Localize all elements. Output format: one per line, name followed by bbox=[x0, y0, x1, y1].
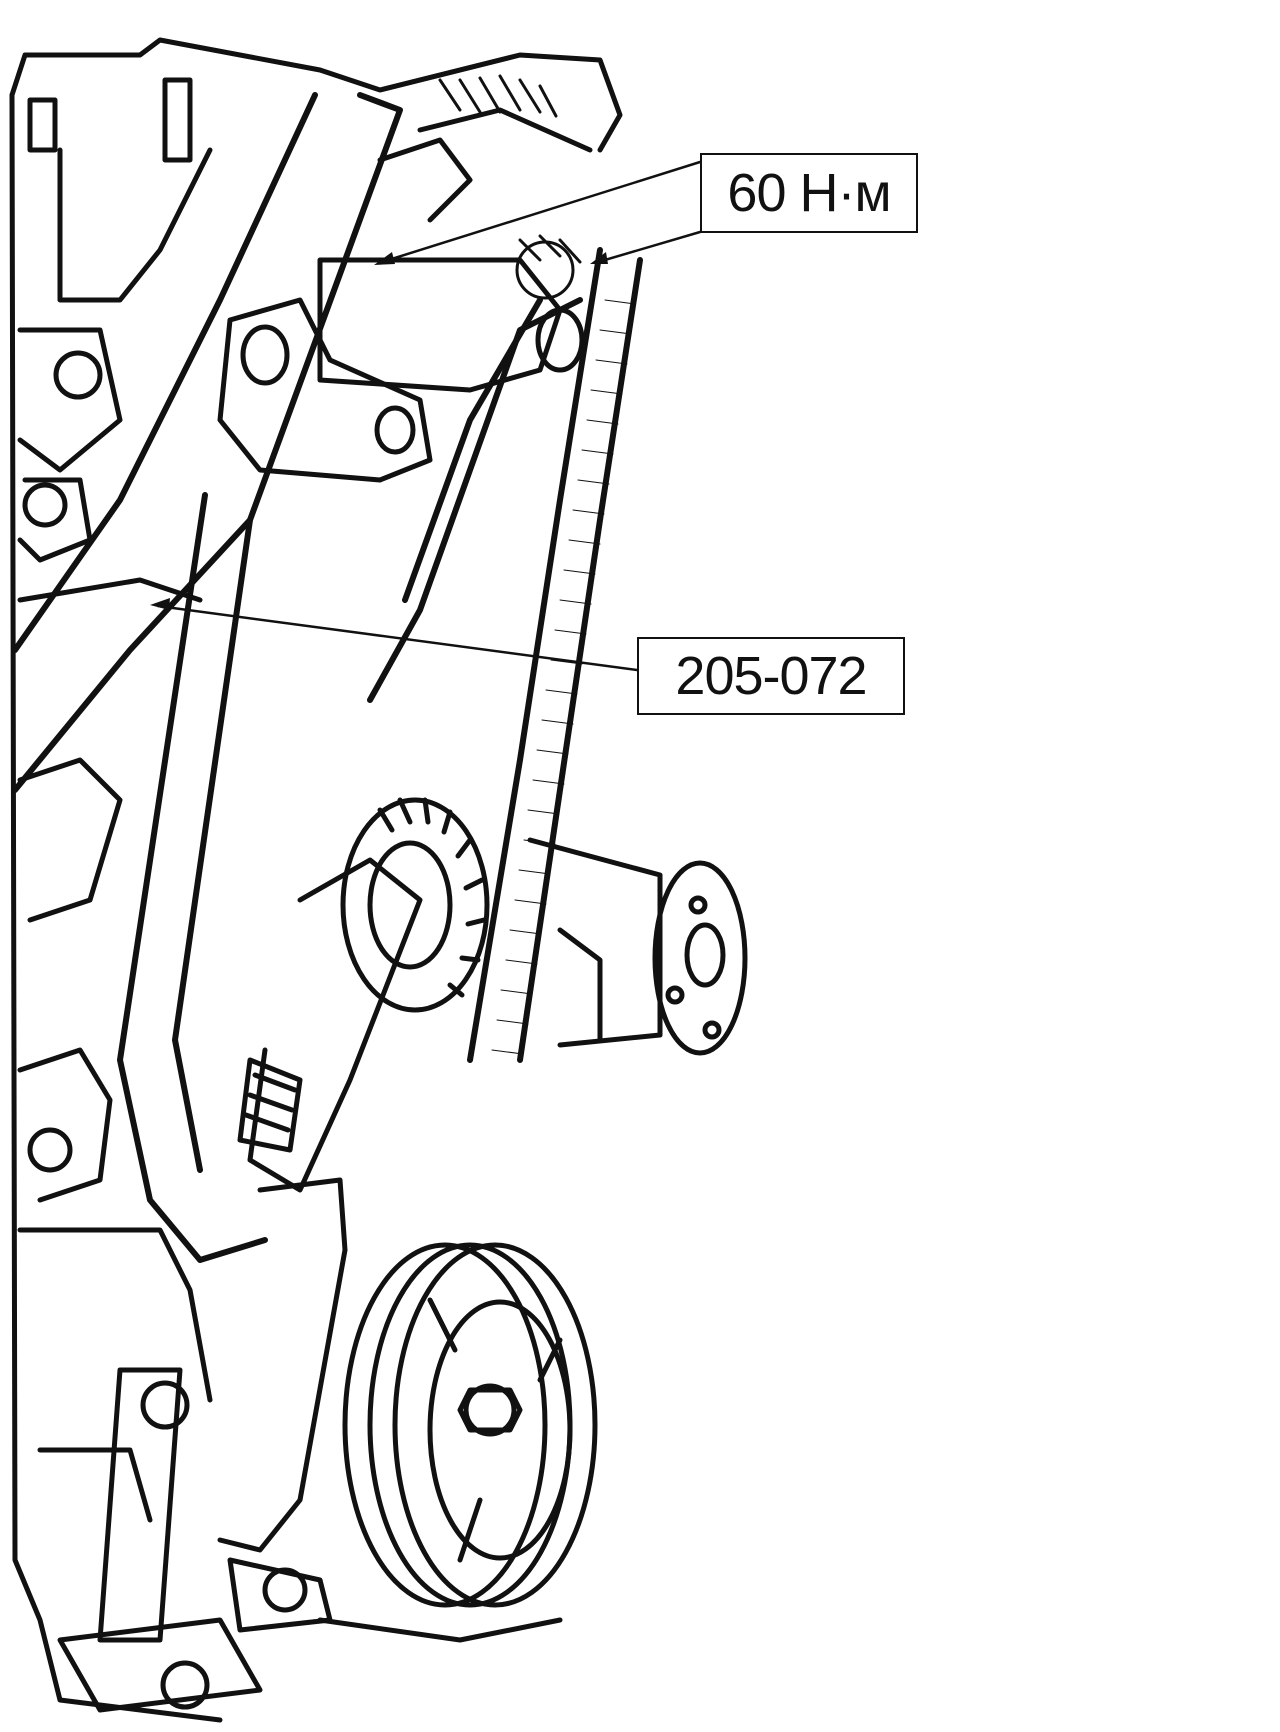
cam-sprocket bbox=[438, 74, 582, 300]
arrowhead-icon bbox=[150, 598, 170, 610]
leader-arrowheads bbox=[150, 252, 608, 610]
arrowhead-icon bbox=[590, 252, 608, 264]
timing-belt bbox=[467, 247, 643, 1063]
torque-spec-label: 60 Н·м bbox=[700, 153, 918, 233]
tensioner-arm bbox=[237, 857, 423, 1193]
water-pump bbox=[527, 837, 748, 1056]
leader-lines bbox=[156, 160, 702, 672]
tool-number-label: 205-072 bbox=[637, 637, 905, 715]
crankshaft-pulley bbox=[342, 1242, 598, 1608]
torque-leader-line-2 bbox=[596, 230, 702, 264]
camshaft-bracket bbox=[217, 107, 593, 483]
tensioner-pulley bbox=[340, 797, 490, 1013]
arrowhead-icon bbox=[374, 252, 395, 265]
tool-leader-line bbox=[156, 604, 639, 672]
torque-leader-line-1 bbox=[380, 160, 702, 264]
lower-bracket bbox=[57, 1177, 563, 1713]
